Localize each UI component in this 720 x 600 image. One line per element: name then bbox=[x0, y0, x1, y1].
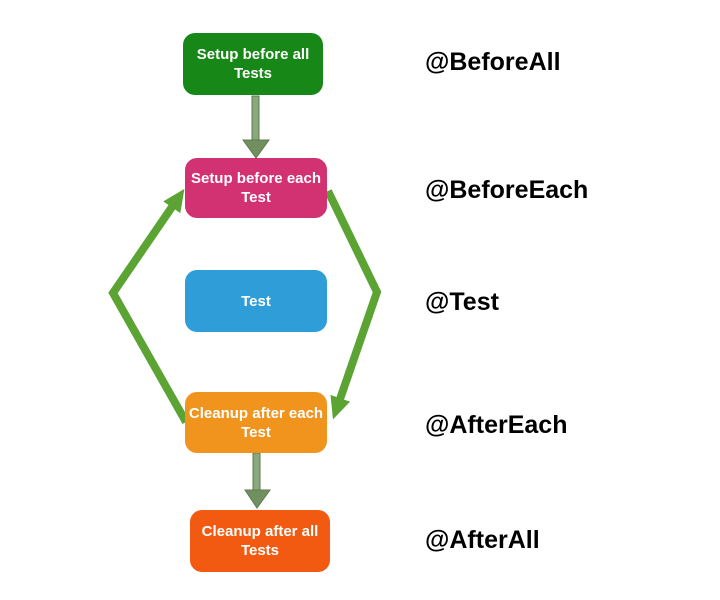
arrow-before-each-to-after-each bbox=[324, 189, 382, 420]
node-after-each: Cleanup after each Test bbox=[185, 392, 327, 453]
connector-shaft bbox=[252, 452, 261, 492]
node-before-each-label: Setup before each Test bbox=[190, 170, 322, 206]
node-after-each-label: Cleanup after each Test bbox=[188, 404, 324, 441]
connector-arrowhead-icon bbox=[244, 489, 271, 509]
node-test-label: Test bbox=[241, 292, 271, 310]
node-before-all-label: Setup before all Tests bbox=[196, 46, 310, 82]
loop-arrow-after-each-to-before-each bbox=[108, 188, 190, 424]
arrow-after-each-to-after-all bbox=[244, 452, 271, 509]
annotation-before-all: @BeforeAll bbox=[425, 48, 561, 76]
node-before-all: Setup before all Tests bbox=[183, 33, 323, 95]
annotation-after-all: @AfterAll bbox=[425, 526, 540, 554]
node-test: Test bbox=[185, 270, 327, 332]
connector-shaft bbox=[251, 95, 260, 142]
annotation-test: @Test bbox=[425, 288, 499, 316]
annotation-after-each: @AfterEach bbox=[425, 411, 568, 439]
node-after-all-label: Cleanup after all Tests bbox=[201, 523, 319, 559]
arrow-before-all-to-before-each bbox=[242, 95, 270, 159]
connector-arrowhead-icon bbox=[242, 139, 270, 159]
node-after-all: Cleanup after all Tests bbox=[190, 510, 330, 572]
node-before-each: Setup before each Test bbox=[185, 158, 327, 218]
annotation-before-each: @BeforeEach bbox=[425, 176, 589, 204]
